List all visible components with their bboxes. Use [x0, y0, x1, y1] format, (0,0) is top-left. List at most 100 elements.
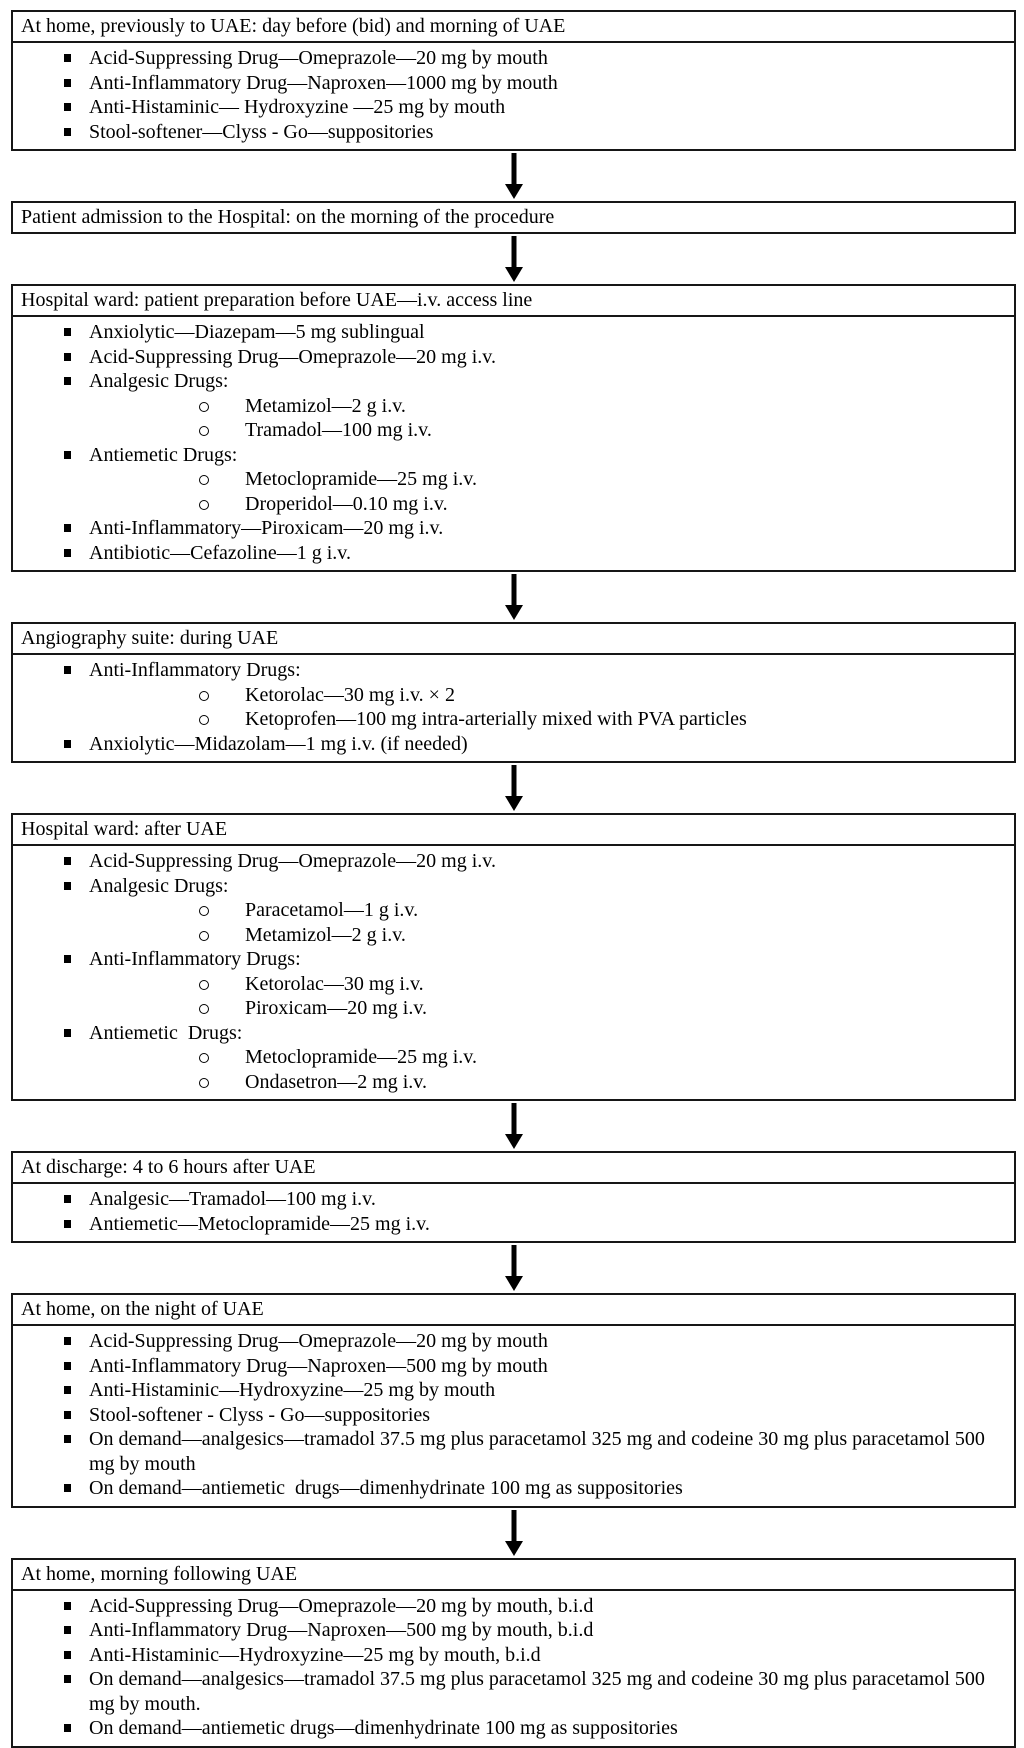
square-bullet-icon	[64, 78, 71, 87]
list-item: Analgesic—Tramadol—100 mg i.v.	[13, 1187, 1000, 1212]
flow-box: Hospital ward: patient preparation befor…	[11, 284, 1016, 572]
list-item-text: Metoclopramide—25 mg i.v.	[245, 1046, 477, 1068]
square-bullet-icon	[64, 328, 71, 336]
square-bullet-icon	[64, 1626, 71, 1634]
box-title: At home, previously to UAE: day before (…	[13, 12, 1014, 43]
square-bullet-icon	[64, 377, 71, 385]
box-body: Acid-Suppressing Drug—Omeprazole—20 mg b…	[13, 1326, 1014, 1506]
flow-connector	[11, 1508, 1016, 1558]
list-item-text: Anti-Inflammatory Drug—Naproxen—500 mg b…	[89, 1354, 548, 1377]
list-item-text: Antiemetic—Metoclopramide—25 mg i.v.	[89, 1212, 430, 1235]
flowchart: At home, previously to UAE: day before (…	[11, 10, 1016, 1748]
square-bullet-icon	[64, 857, 71, 865]
down-arrow-icon	[504, 765, 523, 811]
square-bullet-icon	[64, 1195, 71, 1203]
list-item-text: Anti-Inflammatory Drugs:	[89, 948, 301, 970]
list-item-text: Anti-Inflammatory Drug—Naproxen—1000 mg …	[89, 71, 558, 94]
sub-list-item: Piroxicam—20 mg i.v.	[13, 996, 1000, 1021]
square-bullet-icon	[64, 524, 71, 532]
list-item-text: Ketoprofen—100 mg intra-arterially mixed…	[245, 708, 747, 730]
circle-bullet-icon	[199, 475, 209, 485]
square-bullet-icon	[64, 955, 71, 963]
list-item: On demand—analgesics—tramadol 37.5 mg pl…	[13, 1427, 1000, 1476]
list-item-text: Stool-softener—Clyss - Go—suppositories	[89, 120, 434, 143]
list-item-text: Anti-Histaminic—Hydroxyzine—25 mg by mou…	[89, 1379, 496, 1401]
square-bullet-icon	[64, 1484, 71, 1492]
box-title: At discharge: 4 to 6 hours after UAE	[13, 1153, 1014, 1184]
list-item-text: On demand—antiemetic drugs—dimenhydrinat…	[89, 1717, 678, 1739]
circle-bullet-icon	[199, 715, 209, 725]
list-item-text: Stool-softener - Clyss - Go—suppositorie…	[89, 1403, 431, 1426]
list-item: Analgesic Drugs:	[13, 874, 1000, 899]
square-bullet-icon	[64, 1361, 71, 1370]
list-item-text: Droperidol—0.10 mg i.v.	[245, 492, 448, 515]
square-bullet-icon	[64, 881, 71, 890]
sub-list-item: Ondasetron—2 mg i.v.	[13, 1070, 1000, 1095]
square-bullet-icon	[64, 54, 71, 62]
circle-bullet-icon	[199, 690, 209, 701]
list-item: Anti-Histaminic— Hydroxyzine —25 mg by m…	[13, 95, 1000, 120]
box-body: Acid-Suppressing Drug—Omeprazole—20 mg b…	[13, 43, 1014, 149]
circle-bullet-icon	[199, 1004, 209, 1014]
flow-connector	[11, 572, 1016, 622]
flow-box: Angiography suite: during UAE Anti-Infla…	[11, 622, 1016, 763]
list-item: Anti-Inflammatory Drugs:	[13, 658, 1000, 683]
list-item: Antiemetic Drugs:	[13, 443, 1000, 468]
list-item: Anti-Inflammatory Drug—Naproxen—500 mg b…	[13, 1618, 1000, 1643]
list-item-text: Acid-Suppressing Drug—Omeprazole—20 mg b…	[89, 1330, 548, 1352]
list-item: Acid-Suppressing Drug—Omeprazole—20 mg b…	[13, 1329, 1000, 1354]
circle-bullet-icon	[199, 499, 209, 510]
list-item: Anti-Inflammatory Drug—Naproxen—1000 mg …	[13, 71, 1000, 96]
list-item: Acid-Suppressing Drug—Omeprazole—20 mg i…	[13, 345, 1000, 370]
list-item-text: Acid-Suppressing Drug—Omeprazole—20 mg i…	[89, 345, 496, 368]
square-bullet-icon	[64, 1650, 71, 1659]
box-title: At home, on the night of UAE	[13, 1295, 1014, 1326]
list-item-text: Metoclopramide—25 mg i.v.	[245, 468, 477, 490]
list-item: On demand—analgesics—tramadol 37.5 mg pl…	[13, 1667, 1000, 1716]
list-item-text: Anti-Inflammatory—Piroxicam—20 mg i.v.	[89, 517, 444, 539]
sub-list-item: Metoclopramide—25 mg i.v.	[13, 1045, 1000, 1070]
list-item-text: Antiemetic Drugs:	[89, 443, 238, 466]
flow-box: At discharge: 4 to 6 hours after UAE Ana…	[11, 1151, 1016, 1243]
flow-connector	[11, 234, 1016, 284]
list-item: Acid-Suppressing Drug—Omeprazole—20 mg b…	[13, 1594, 1000, 1619]
sub-list-item: Droperidol—0.10 mg i.v.	[13, 492, 1000, 517]
square-bullet-icon	[64, 1337, 71, 1345]
list-item: Acid-Suppressing Drug—Omeprazole—20 mg i…	[13, 849, 1000, 874]
box-title: Hospital ward: patient preparation befor…	[13, 286, 1014, 317]
circle-bullet-icon	[199, 426, 209, 436]
list-item: Anti-Inflammatory—Piroxicam—20 mg i.v.	[13, 516, 1000, 541]
list-item-text: Piroxicam—20 mg i.v.	[245, 997, 428, 1019]
list-item: Analgesic Drugs:	[13, 369, 1000, 394]
square-bullet-icon	[64, 450, 71, 459]
list-item-text: On demand—antiemetic drugs—dimenhydrinat…	[89, 1477, 683, 1499]
list-item-text: Antibiotic—Cefazoline—1 g i.v.	[89, 541, 351, 564]
list-item-text: Paracetamol—1 g i.v.	[245, 899, 419, 921]
circle-bullet-icon	[199, 1053, 209, 1063]
list-item-text: On demand—analgesics—tramadol 37.5 mg pl…	[89, 1668, 990, 1715]
down-arrow-icon	[504, 236, 523, 282]
flow-box: Hospital ward: after UAE Acid-Suppressin…	[11, 813, 1016, 1101]
list-item: Anti-Histaminic—Hydroxyzine—25 mg by mou…	[13, 1643, 1000, 1668]
square-bullet-icon	[64, 1386, 71, 1394]
sub-list-item: Ketorolac—30 mg i.v. × 2	[13, 683, 1000, 708]
flow-connector	[11, 151, 1016, 201]
down-arrow-icon	[504, 1509, 523, 1556]
list-item-text: Ketorolac—30 mg i.v. × 2	[245, 683, 455, 706]
list-item-text: Analgesic Drugs:	[89, 370, 229, 392]
down-arrow-icon	[504, 1103, 523, 1149]
list-item-text: Metamizol—2 g i.v.	[245, 923, 406, 946]
sub-list-item: Ketoprofen—100 mg intra-arterially mixed…	[13, 707, 1000, 732]
square-bullet-icon	[64, 1601, 71, 1610]
list-item: Stool-softener—Clyss - Go—suppositories	[13, 120, 1000, 145]
sub-list-item: Metamizol—2 g i.v.	[13, 394, 1000, 419]
square-bullet-icon	[64, 127, 71, 136]
list-item: On demand—antiemetic drugs—dimenhydrinat…	[13, 1716, 1000, 1741]
list-item-text: Acid-Suppressing Drug—Omeprazole—20 mg b…	[89, 1594, 594, 1617]
list-item-text: Tramadol—100 mg i.v.	[245, 419, 432, 441]
list-item-text: Ondasetron—2 mg i.v.	[245, 1070, 428, 1093]
list-item-text: Anxiolytic—Diazepam—5 mg sublingual	[89, 321, 425, 343]
sub-list-item: Metamizol—2 g i.v.	[13, 923, 1000, 948]
list-item: Stool-softener - Clyss - Go—suppositorie…	[13, 1403, 1000, 1428]
square-bullet-icon	[64, 1028, 71, 1037]
